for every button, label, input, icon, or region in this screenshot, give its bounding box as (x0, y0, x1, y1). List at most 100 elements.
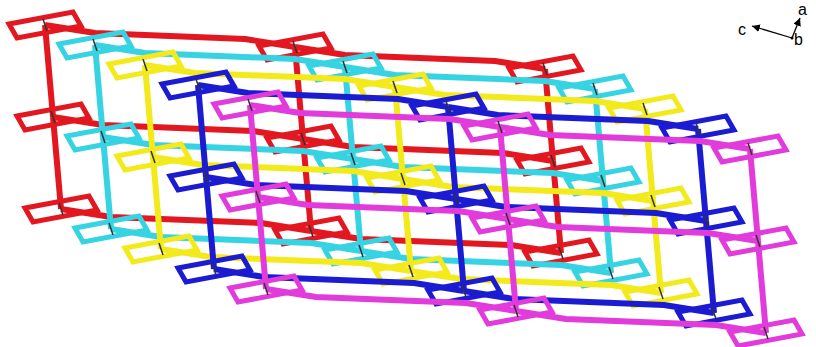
metal-bond (51, 111, 55, 123)
metal-bond (256, 191, 260, 203)
net-layer (162, 72, 750, 326)
metal-bond (454, 193, 458, 205)
axis-triad (752, 18, 800, 40)
net-link (214, 269, 464, 291)
axis-label: b (794, 32, 803, 48)
metal-cluster (75, 216, 147, 242)
net-link (516, 311, 766, 333)
metal-cluster (109, 52, 181, 78)
net-link (206, 177, 456, 199)
metal-bond (704, 215, 708, 227)
metal-bond (151, 151, 155, 163)
net-link (145, 65, 395, 87)
metal-bond (409, 265, 413, 277)
net-link (45, 25, 53, 117)
metal-bond (204, 171, 208, 183)
axis-origin (791, 37, 794, 40)
metal-bond (59, 203, 63, 215)
metal-cluster (464, 114, 536, 140)
net-layer (9, 12, 597, 266)
net-layer (214, 92, 802, 346)
net-link (500, 127, 750, 149)
metal-bond (212, 263, 216, 275)
metal-bond (651, 195, 655, 207)
net-link (258, 197, 508, 219)
metal-bond (756, 235, 760, 247)
metal-bond (264, 283, 268, 295)
net-link (95, 45, 103, 137)
axis-label: a (798, 2, 807, 18)
net-link (508, 219, 516, 311)
metal-bond (748, 143, 752, 155)
net-link (153, 157, 403, 179)
net-link (153, 157, 161, 249)
metal-bond (351, 153, 355, 165)
metal-bond (593, 83, 597, 95)
net-link (258, 197, 266, 289)
axis-label: c (738, 22, 746, 38)
net-link (750, 149, 758, 241)
metal-bond (498, 121, 502, 133)
metal-cluster (162, 72, 234, 98)
metal-cluster (17, 104, 89, 130)
metal-bond (601, 175, 605, 187)
metal-bond (462, 285, 466, 297)
metal-cluster (472, 206, 544, 232)
metal-bond (93, 39, 97, 51)
metal-bond (159, 243, 163, 255)
metal-cluster (480, 298, 552, 324)
metal-bond (248, 99, 252, 111)
metal-bond (393, 81, 397, 93)
metal-cluster (117, 144, 189, 170)
metal-bond (343, 61, 347, 73)
net-link (250, 105, 500, 127)
net-link (95, 45, 345, 67)
axis-arrow (752, 26, 792, 38)
metal-bond (401, 173, 405, 185)
metal-bond (196, 79, 200, 91)
net-link (61, 209, 311, 231)
metal-bond (551, 155, 555, 167)
metal-bond (514, 305, 518, 317)
metal-cluster (714, 136, 786, 162)
metal-bond (609, 267, 613, 279)
metal-bond (301, 133, 305, 145)
metal-cluster (214, 92, 286, 118)
net-link (266, 289, 516, 311)
net-link (500, 127, 508, 219)
metal-cluster (25, 196, 97, 222)
net-layer (109, 52, 697, 306)
metal-cluster (178, 256, 250, 282)
net-link (103, 137, 111, 229)
net-link (198, 85, 206, 177)
net-link (45, 25, 295, 47)
metal-bond (643, 103, 647, 115)
net-link (161, 249, 411, 271)
metal-bond (506, 213, 510, 225)
net-link (250, 105, 258, 197)
metal-bond (359, 245, 363, 257)
metal-bond (43, 19, 47, 31)
metal-cluster (222, 184, 294, 210)
net-link (111, 229, 361, 251)
metal-bond (764, 327, 768, 339)
metal-cluster (67, 124, 139, 150)
metal-bond (446, 101, 450, 113)
net-layer (59, 32, 647, 286)
metal-cluster (125, 236, 197, 262)
metal-bond (109, 223, 113, 235)
net-link (145, 65, 153, 157)
metal-cluster (730, 320, 802, 346)
metal-bond (101, 131, 105, 143)
metal-cluster (59, 32, 131, 58)
metal-bond (712, 307, 716, 319)
metal-bond (543, 63, 547, 75)
metal-bond (696, 123, 700, 135)
metal-bond (309, 225, 313, 237)
net-link (53, 117, 303, 139)
net-link (508, 219, 758, 241)
metal-bond (559, 247, 563, 259)
net-link (206, 177, 214, 269)
metal-cluster (230, 276, 302, 302)
